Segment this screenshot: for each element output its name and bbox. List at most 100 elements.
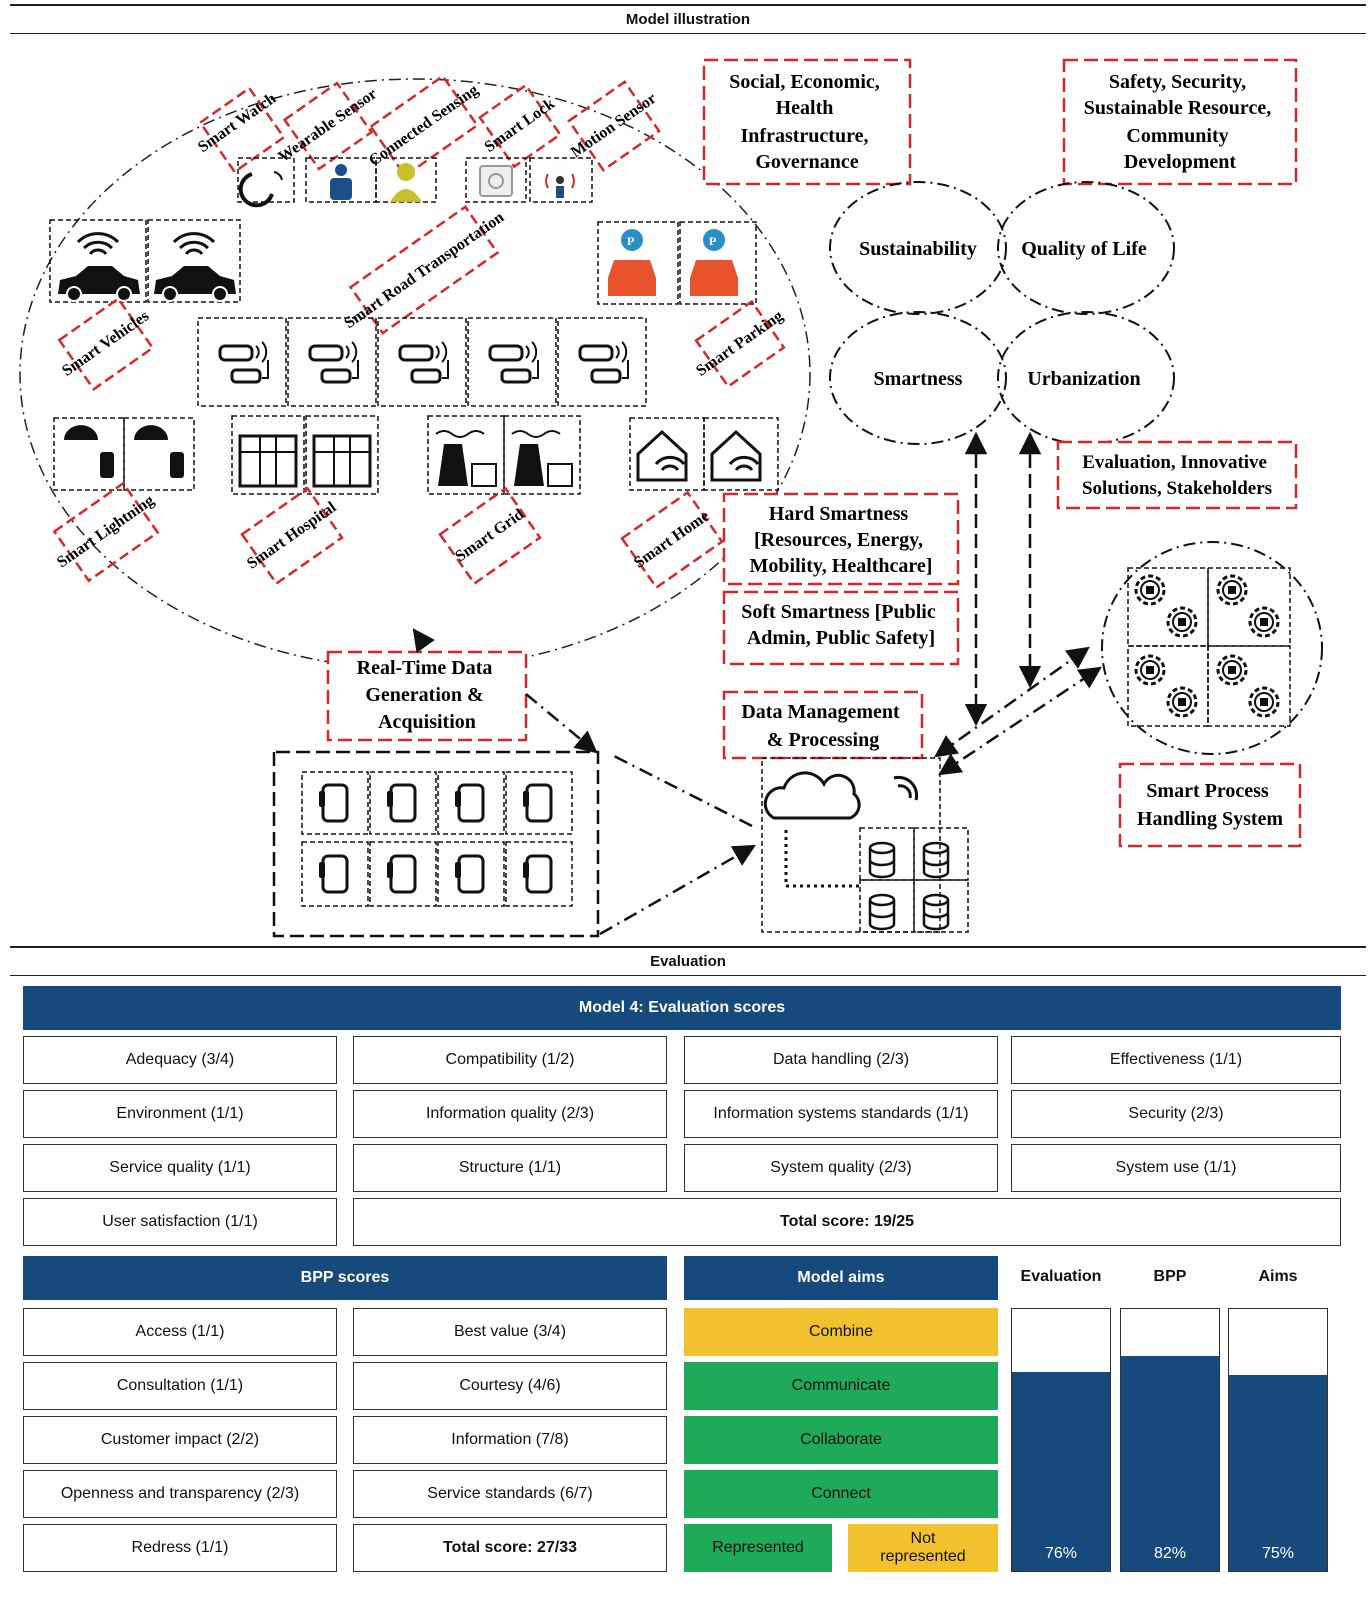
gear-icon — [1166, 606, 1198, 638]
label-smart-road: Smart Road Transportation — [341, 209, 507, 332]
phone-icon — [521, 854, 553, 894]
motion-sensor-icon — [545, 173, 575, 198]
criterion-cell: User satisfaction (1/1) — [23, 1198, 337, 1246]
phone-icon — [385, 854, 417, 894]
model-illustration: Smart Watch Wearable Sensor Connected Se… — [10, 34, 1366, 960]
legend-represented: Represented — [684, 1524, 832, 1572]
realtime-data-text: Real-Time Data Generation & Acquisition — [357, 657, 498, 733]
legend-not-represented: Not represented — [848, 1524, 998, 1572]
road-sensor-icon — [578, 340, 630, 384]
bpp-total: Total score: 27/33 — [353, 1524, 667, 1572]
criterion-cell: Effectiveness (1/1) — [1011, 1036, 1341, 1084]
soft-smartness-text: Soft Smartness [Public Admin, Public Saf… — [741, 601, 940, 649]
chart-category-label: Evaluation — [1020, 1268, 1102, 1285]
database-icon — [868, 841, 896, 879]
road-sensor-icon — [488, 340, 540, 384]
bar-fill — [1121, 1356, 1219, 1571]
criterion-cell: System quality (2/3) — [684, 1144, 998, 1192]
hospital-icon — [238, 434, 298, 488]
phone-icon — [453, 854, 485, 894]
gear-icon — [1134, 574, 1166, 606]
road-sensor-icon — [398, 340, 450, 384]
gear-icon — [1134, 654, 1166, 686]
street-light-icon — [64, 425, 114, 478]
phone-icon — [521, 783, 553, 823]
bar-fill — [1229, 1374, 1327, 1571]
bpp-cell: Best value (3/4) — [353, 1308, 667, 1356]
bar-aims: 75% — [1228, 1308, 1328, 1572]
criterion-cell: Compatibility (1/2) — [353, 1036, 667, 1084]
evaluation-total: Total score: 19/25 — [353, 1198, 1341, 1246]
label-smart-watch: Smart Watch — [195, 86, 286, 174]
car-icon — [56, 232, 142, 303]
bpp-cell: Openness and transparency (2/3) — [23, 1470, 337, 1518]
bpp-cell: Access (1/1) — [23, 1308, 337, 1356]
aim-collaborate: Collaborate — [684, 1416, 998, 1464]
criterion-cell: Security (2/3) — [1011, 1090, 1341, 1138]
bpp-cell: Redress (1/1) — [23, 1524, 337, 1572]
criterion-cell: Environment (1/1) — [23, 1090, 337, 1138]
label-smart-home: Smart Home — [631, 508, 712, 572]
database-icon — [868, 893, 896, 931]
label-smart-grid: Smart Grid — [452, 506, 527, 566]
safety-box-text: Safety, Security, Sustainable Resource, … — [1084, 71, 1276, 173]
bpp-cell: Customer impact (2/2) — [23, 1416, 337, 1464]
parking-car-icon: P — [608, 229, 656, 296]
smart-watch-icon — [238, 171, 283, 208]
bar-fill — [1012, 1371, 1110, 1571]
bpp-banner: BPP scores — [23, 1256, 667, 1300]
svg-text:P: P — [627, 234, 634, 248]
road-sensor-icon — [218, 340, 270, 384]
criterion-cell: Structure (1/1) — [353, 1144, 667, 1192]
gear-icon — [1216, 654, 1248, 686]
bpp-cell: Information (7/8) — [353, 1416, 667, 1464]
smart-process-text: Smart Process Handling System — [1137, 780, 1283, 830]
parking-car-icon: P — [690, 229, 738, 296]
database-icon — [922, 893, 950, 931]
quality-of-life-label: Quality of Life — [1021, 238, 1147, 260]
bar-evaluation: 76% — [1011, 1308, 1111, 1572]
bar-value-label: 82% — [1153, 1545, 1187, 1562]
database-icon — [922, 841, 950, 879]
aim-communicate: Communicate — [684, 1362, 998, 1410]
chart-category-label: Aims — [1258, 1268, 1298, 1285]
criterion-cell: System use (1/1) — [1011, 1144, 1341, 1192]
label-smart-parking: Smart Parking — [693, 307, 786, 379]
evaluation-banner: Model 4: Evaluation scores — [23, 986, 1341, 1030]
smart-home-icon — [710, 429, 762, 482]
urbanization-label: Urbanization — [1027, 368, 1140, 390]
aims-banner: Model aims — [684, 1256, 998, 1300]
aim-combine: Combine — [684, 1308, 998, 1356]
evaluation-header: Evaluation — [10, 946, 1366, 976]
phone-icon — [317, 854, 349, 894]
cloud-icon — [763, 771, 919, 888]
label-smart-lightning: Smart Lightning — [54, 492, 157, 571]
label-wearable-sensor: Wearable Sensor — [275, 85, 380, 165]
smart-lock-icon — [479, 165, 513, 197]
illustration-header: Model illustration — [10, 4, 1366, 34]
criterion-cell: Adequacy (3/4) — [23, 1036, 337, 1084]
power-plant-icon — [435, 430, 497, 487]
label-smart-lock: Smart Lock — [482, 95, 558, 156]
criterion-cell: Service quality (1/1) — [23, 1144, 337, 1192]
street-light-icon — [134, 425, 184, 478]
sustainability-label: Sustainability — [859, 238, 977, 260]
bar-bpp: 82% — [1120, 1308, 1220, 1572]
criterion-cell: Information systems standards (1/1) — [684, 1090, 998, 1138]
label-motion-sensor: Motion Sensor — [568, 90, 660, 161]
connected-sensing-icon — [390, 163, 422, 202]
hospital-icon — [312, 434, 372, 488]
bpp-cell: Courtesy (4/6) — [353, 1362, 667, 1410]
label-connected-sensing: Connected Sensing — [366, 82, 482, 170]
phone-icon — [317, 783, 349, 823]
label-smart-hospital: Smart Hospital — [244, 498, 340, 572]
label-smart-vehicles: Smart Vehicles — [59, 307, 152, 379]
bar-value-label: 76% — [1044, 1545, 1078, 1562]
social-box-text: Social, Economic, Health Infrastructure,… — [729, 71, 885, 173]
data-management-text: Data Management & Processing — [741, 701, 904, 751]
hard-smartness-text: Hard Smartness [Resources, Energy, Mobil… — [750, 503, 933, 577]
criterion-cell: Data handling (2/3) — [684, 1036, 998, 1084]
aim-connect: Connect — [684, 1470, 998, 1518]
bar-value-label: 75% — [1261, 1545, 1295, 1562]
car-icon — [152, 232, 238, 303]
